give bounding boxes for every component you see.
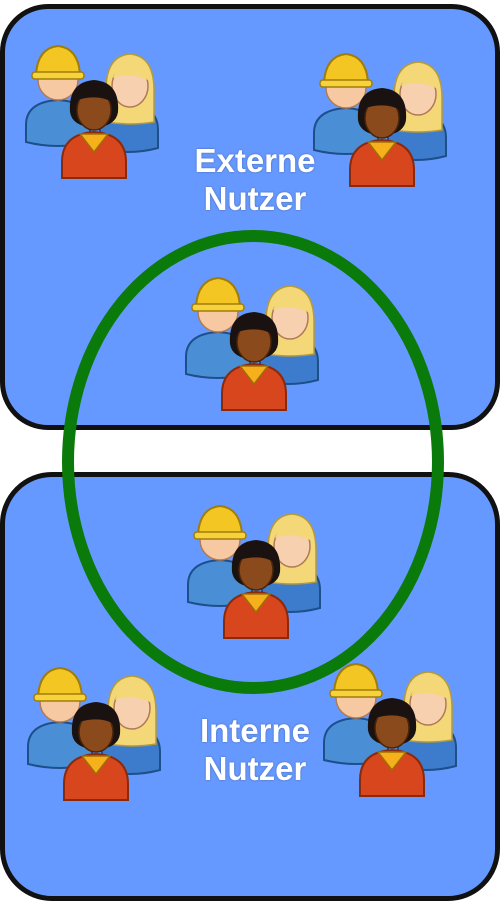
users-group-icon	[18, 30, 168, 180]
users-group-icon	[316, 648, 466, 798]
users-group-icon	[306, 38, 456, 188]
users-group-icon	[180, 490, 330, 640]
users-group-icon	[20, 652, 170, 802]
users-group-icon	[178, 262, 328, 412]
